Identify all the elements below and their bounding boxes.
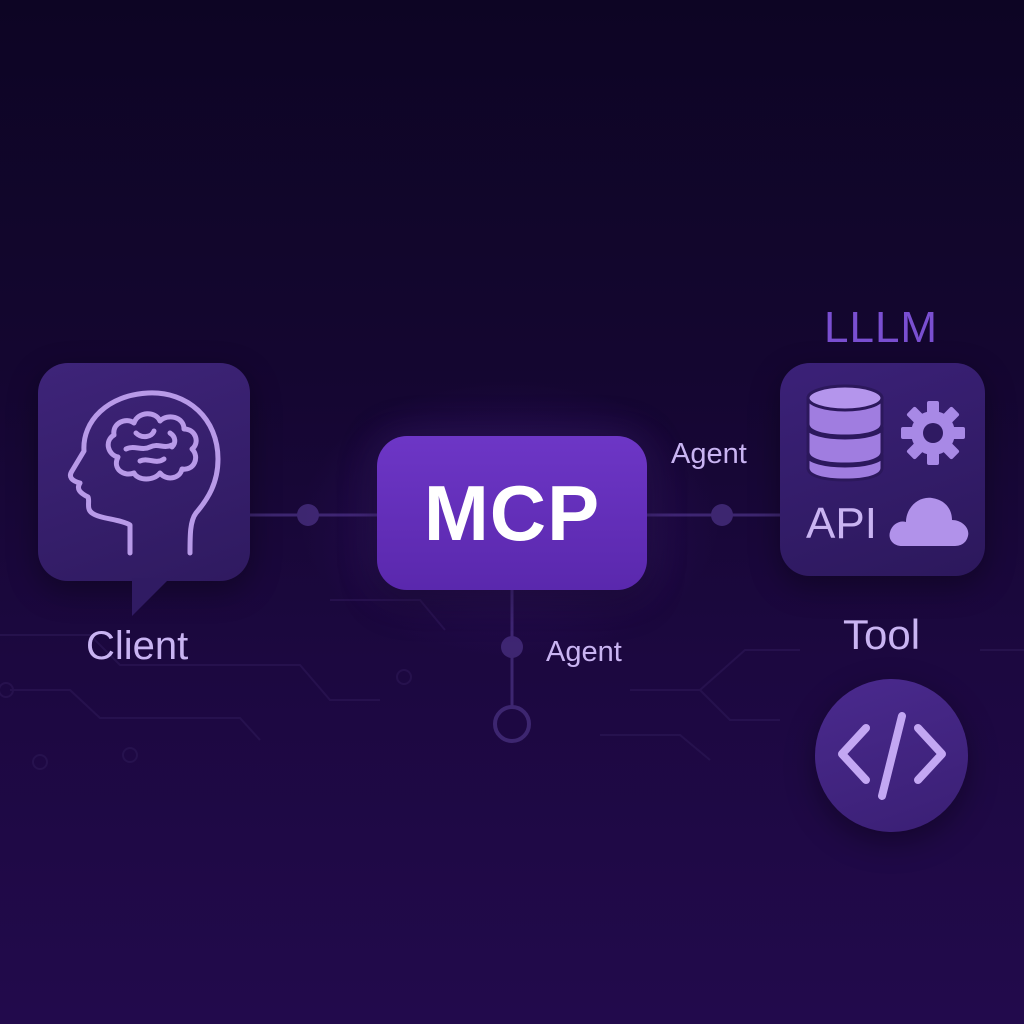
connector-node-bottom [501,636,523,658]
client-speech-tail [132,578,170,616]
agent-label-right: Agent [671,438,747,470]
cloud-icon [889,497,969,546]
tool-label: Tool [843,611,921,658]
brain-head-icon [67,390,221,556]
code-brackets-icon [838,712,946,800]
api-label: API [806,499,877,548]
database-icon [806,384,884,482]
agent-label-bottom: Agent [546,636,622,668]
mcp-label: MCP [423,469,601,557]
mcp-node[interactable]: MCP [377,436,647,590]
client-label: Client [86,624,189,668]
connector-end-ring [493,705,531,743]
connector-node-left [297,504,319,526]
gear-icon [901,401,965,465]
llm-title: LLLM [824,303,939,352]
connector-node-right [711,504,733,526]
